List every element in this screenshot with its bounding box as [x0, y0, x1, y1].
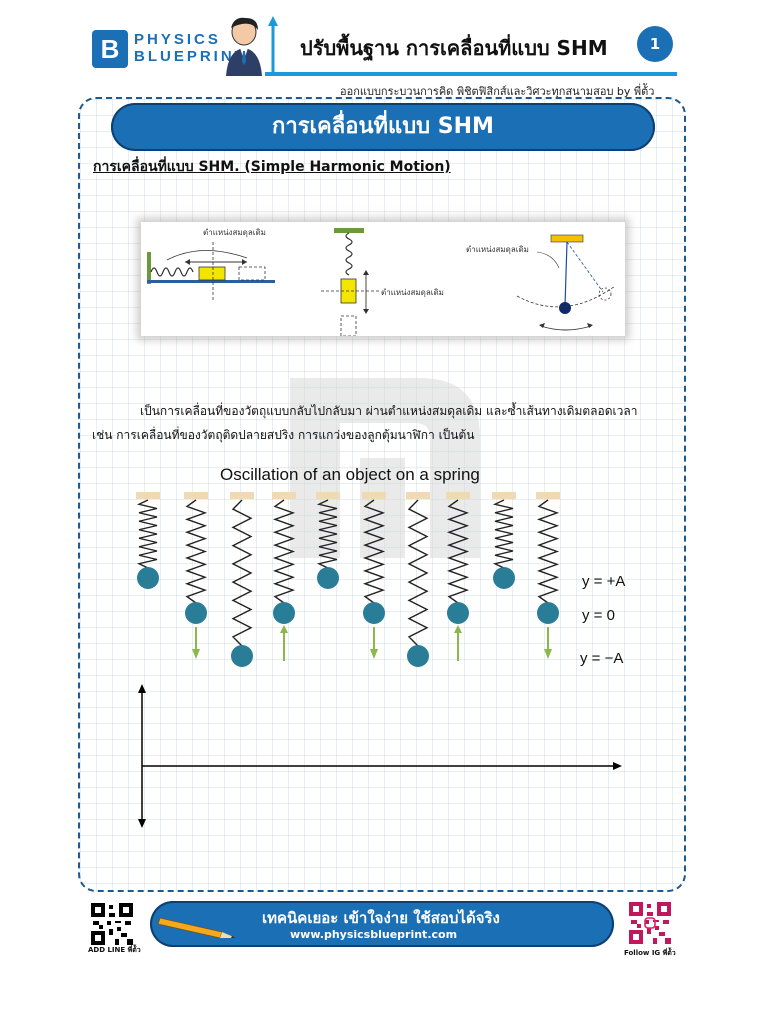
- logo-mark: B: [92, 30, 128, 68]
- oscillation-frames: [136, 492, 560, 667]
- pencil-icon: [157, 917, 236, 939]
- page-header-title: ปรับพื้นฐาน การเคลื่อนที่แบบ SHM: [300, 36, 608, 60]
- pendulum-system: ตำแหน่งสมดุลเดิม: [466, 234, 616, 331]
- shm-examples-drawing: ตำแหน่งสมดุลเดิม ตำแหน่งสมดุลเดิม ตำแหน่…: [147, 228, 616, 337]
- x-axis-arrowhead: [613, 762, 622, 770]
- velocity-arrowhead: [454, 625, 462, 633]
- instagram-qr-code[interactable]: [629, 902, 671, 944]
- spring-coil: [492, 499, 514, 569]
- arrow-up-icon: [268, 16, 278, 74]
- oscillating-mass: [231, 645, 253, 667]
- spring-coil: [316, 499, 338, 569]
- spring-mount: [230, 492, 254, 499]
- oscillating-mass: [363, 602, 385, 624]
- spring-coil: [136, 499, 158, 569]
- shm-examples-figure: ตำแหน่งสมดุลเดิม ตำแหน่งสมดุลเดิม ตำแหน่…: [141, 222, 625, 337]
- header-tagline: ออกแบบกระบวนการคิด พิชิตฟิสิกส์และวิศวะท…: [340, 85, 655, 98]
- velocity-arrowhead: [280, 625, 288, 633]
- page-number-badge: 1: [637, 26, 673, 62]
- spring-coil: [231, 499, 253, 647]
- line-qr-code[interactable]: [91, 903, 133, 945]
- label-y-minus-a: y = −A: [580, 650, 624, 667]
- label-equilibrium-vertical: ตำแหน่งสมดุลเดิม: [381, 288, 444, 297]
- oscillating-mass: [447, 602, 469, 624]
- section-subheading: การเคลื่อนที่แบบ SHM. (Simple Harmonic M…: [93, 159, 451, 175]
- spring-mount: [362, 492, 386, 499]
- definition-line-2: เช่น การเคลื่อนที่ของวัตถุติดปลายสปริง ก…: [92, 428, 475, 442]
- label-y-zero: y = 0: [582, 607, 615, 624]
- horizontal-spring-system: ตำแหน่งสมดุลเดิม: [147, 228, 275, 300]
- spring-coil: [362, 499, 386, 604]
- oscillating-mass: [273, 602, 295, 624]
- footer-slogan: เทคนิคเยอะ เข้าใจง่าย ใช้สอบได้จริง: [262, 909, 500, 927]
- spring-mount: [406, 492, 430, 499]
- spring-coil: [536, 499, 560, 604]
- vertical-spring-system: ตำแหน่งสมดุลเดิม: [321, 228, 444, 337]
- footer-banner: [150, 901, 614, 947]
- logo-text-physics: PHYSICS: [134, 31, 221, 48]
- spring-coil: [407, 499, 429, 647]
- label-equilibrium-pendulum: ตำแหน่งสมดุลเดิม: [466, 245, 529, 254]
- spring-mount: [272, 492, 296, 499]
- blank-graph-axes: [138, 684, 622, 828]
- spring-mount: [316, 492, 340, 499]
- definition-line-1: เป็นการเคลื่อนที่ของวัตถุแบบกลับไปกลับมา…: [140, 404, 638, 418]
- spring-coil: [446, 499, 470, 604]
- spring-coil: [272, 499, 296, 604]
- oscillation-figure-title: Oscillation of an object on a spring: [220, 465, 480, 484]
- header-divider: [265, 72, 677, 76]
- oscillating-mass: [317, 567, 339, 589]
- line-qr-label: ADD LINE พี่ต้ัว: [88, 946, 141, 954]
- spring-mount: [492, 492, 516, 499]
- spring-mount: [136, 492, 160, 499]
- velocity-arrowhead: [192, 649, 200, 659]
- oscillating-mass: [407, 645, 429, 667]
- footer-website-link[interactable]: www.physicsblueprint.com: [290, 928, 458, 941]
- section-title: การเคลื่อนที่แบบ SHM: [111, 103, 655, 151]
- oscillating-mass: [137, 567, 159, 589]
- label-y-plus-a: y = +A: [582, 573, 626, 590]
- oscillating-mass: [537, 602, 559, 624]
- label-equilibrium-horizontal: ตำแหน่งสมดุลเดิม: [203, 228, 266, 237]
- teacher-avatar: [226, 17, 262, 76]
- velocity-arrowhead: [544, 649, 552, 659]
- oscillating-mass: [185, 602, 207, 624]
- spring-mount: [536, 492, 560, 499]
- instagram-qr-label: Follow IG พี่ต้ัว: [624, 949, 676, 957]
- spring-mount: [446, 492, 470, 499]
- spring-coil: [184, 499, 208, 604]
- logo-text-blueprint: BLUEPRINT: [134, 48, 247, 65]
- spring-mount: [184, 492, 208, 499]
- oscillating-mass: [493, 567, 515, 589]
- velocity-arrowhead: [370, 649, 378, 659]
